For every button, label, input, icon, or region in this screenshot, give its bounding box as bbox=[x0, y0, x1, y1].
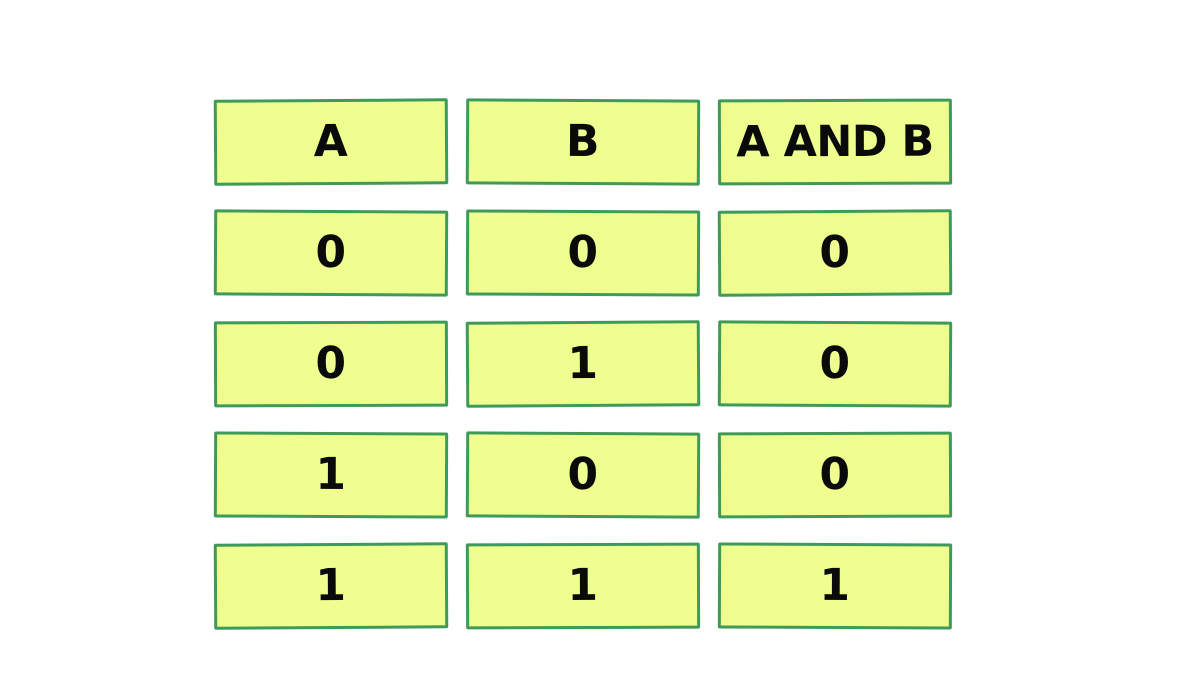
and-truth-table: A B A AND B 0 0 0 0 1 0 1 0 0 1 1 1 bbox=[213, 98, 953, 630]
table-cell: 0 bbox=[717, 209, 953, 297]
table-cell: 0 bbox=[213, 209, 449, 297]
table-cell: 0 bbox=[465, 209, 701, 297]
table-cell: 0 bbox=[717, 431, 953, 519]
header-cell-a: A bbox=[213, 98, 449, 186]
table-cell: 1 bbox=[717, 542, 953, 630]
header-cell-a-and-b: A AND B bbox=[717, 98, 953, 186]
table-cell: 1 bbox=[213, 431, 449, 519]
table-cell: 0 bbox=[213, 320, 449, 408]
header-cell-b: B bbox=[465, 98, 701, 186]
table-cell: 1 bbox=[465, 542, 701, 630]
table-cell: 1 bbox=[213, 542, 449, 630]
table-cell: 0 bbox=[465, 431, 701, 519]
table-cell: 0 bbox=[717, 320, 953, 408]
table-cell: 1 bbox=[465, 320, 701, 408]
